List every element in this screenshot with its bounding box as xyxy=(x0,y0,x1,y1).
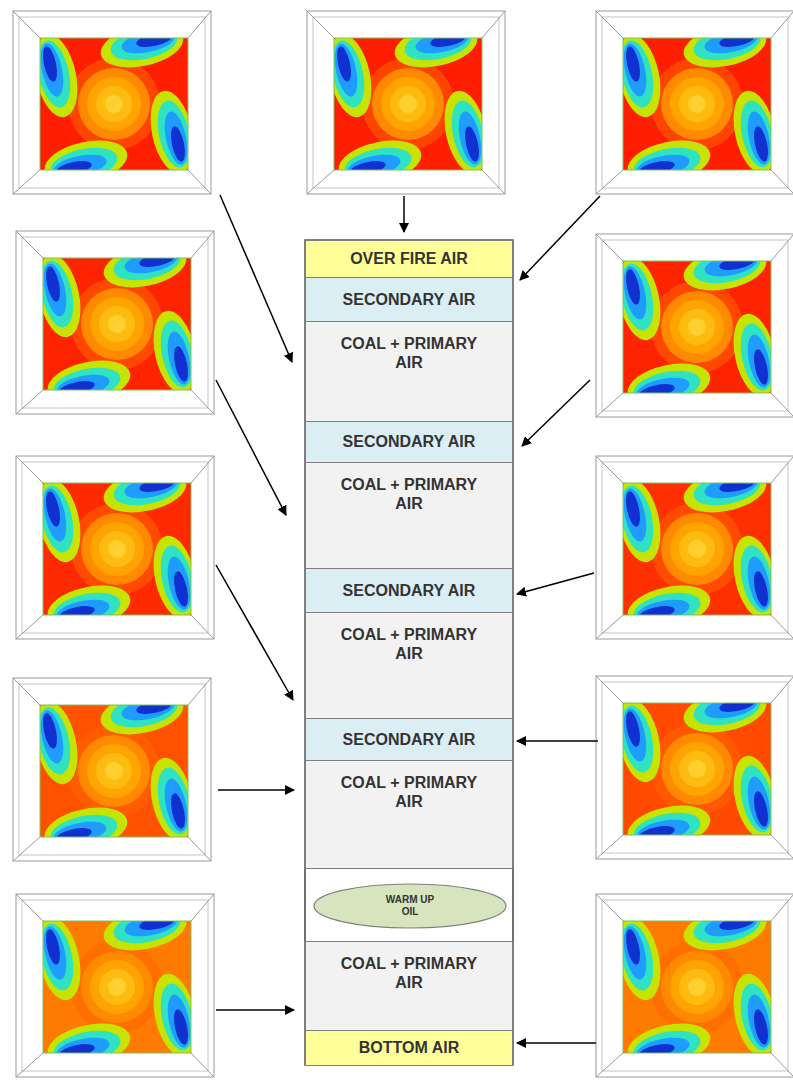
contour-plot xyxy=(596,11,793,194)
fuel-band: COAL + PRIMARY AIR xyxy=(305,612,513,719)
fuel-band: COAL + PRIMARY AIR xyxy=(305,941,513,1031)
air-band: SECONDARY AIR xyxy=(305,718,513,761)
node-label: WARM UP OIL xyxy=(380,894,440,918)
leader-lines xyxy=(216,195,600,1043)
column-outline xyxy=(305,240,513,1065)
node-label: COAL + PRIMARY AIR xyxy=(329,625,489,663)
node-label: COAL + PRIMARY AIR xyxy=(329,475,489,513)
air-band: BOTTOM AIR xyxy=(305,1030,513,1066)
node-label: BOTTOM AIR xyxy=(359,1038,459,1057)
contour-plot xyxy=(596,894,793,1077)
contour-plot xyxy=(16,456,214,639)
contour-plot xyxy=(13,11,211,194)
node-label: SECONDARY AIR xyxy=(343,581,476,600)
node-label: SECONDARY AIR xyxy=(343,432,476,451)
air-band: SECONDARY AIR xyxy=(305,277,513,322)
air-band: SECONDARY AIR xyxy=(305,421,513,463)
empty-band xyxy=(305,868,513,942)
contour-plot xyxy=(596,456,793,639)
air-band: SECONDARY AIR xyxy=(305,568,513,613)
oil-ellipse: WARM UP OIL xyxy=(313,883,507,929)
contour-plot xyxy=(307,11,505,194)
node-label: COAL + PRIMARY AIR xyxy=(329,334,489,372)
contour-plot xyxy=(13,678,211,861)
node-label: SECONDARY AIR xyxy=(343,290,476,309)
fuel-band: COAL + PRIMARY AIR xyxy=(305,321,513,422)
fuel-band: COAL + PRIMARY AIR xyxy=(305,462,513,569)
node-label: SECONDARY AIR xyxy=(343,730,476,749)
node-label: OVER FIRE AIR xyxy=(350,249,468,268)
contour-plot xyxy=(16,231,214,414)
node-label: COAL + PRIMARY AIR xyxy=(329,773,489,811)
fuel-band: COAL + PRIMARY AIR xyxy=(305,760,513,869)
contour-plot xyxy=(16,894,214,1077)
contour-plot xyxy=(596,676,793,859)
air-band: OVER FIRE AIR xyxy=(305,240,513,278)
contour-plot xyxy=(596,234,793,417)
node-label: COAL + PRIMARY AIR xyxy=(329,954,489,992)
